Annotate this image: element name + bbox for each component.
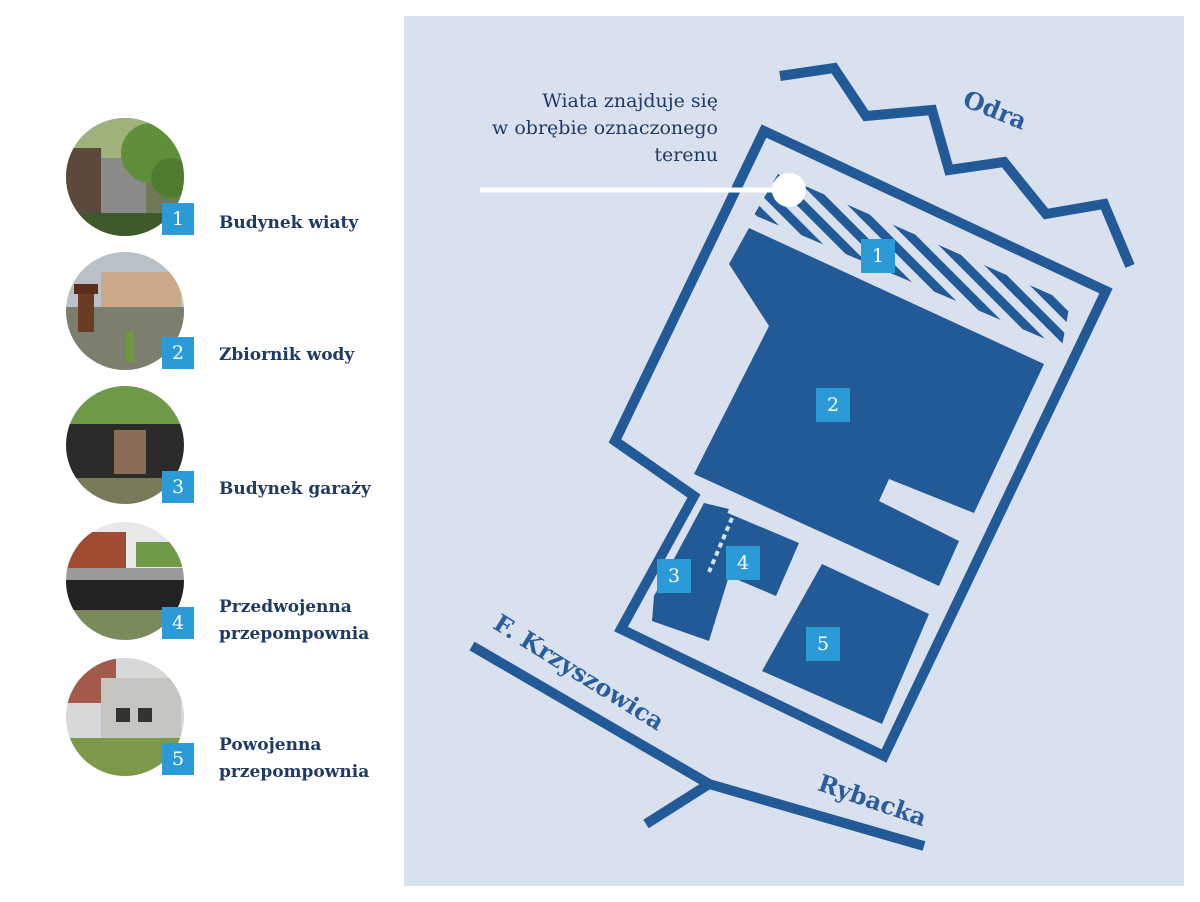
water-tank-building — [694, 228, 1044, 586]
pump-station-building — [652, 503, 799, 641]
photo-przedwojenna-przepompownia — [66, 522, 184, 640]
road-branch — [643, 779, 712, 829]
callout-text: Wiata znajduje się w obrębie oznaczonego… — [492, 90, 718, 166]
legend-item-2: 2 Zbiornik wody — [66, 252, 396, 372]
map-marker-3: 3 — [657, 559, 691, 593]
map-marker-1: 1 — [861, 239, 895, 273]
legend-badge-3: 3 — [162, 471, 194, 503]
road-krzyszowica — [469, 641, 712, 789]
legend-badge-5: 5 — [162, 743, 194, 775]
legend-label-1: Budynek wiaty — [219, 213, 359, 233]
post-war-pump-building — [762, 564, 929, 724]
callout-dot — [772, 173, 806, 207]
site-boundary — [608, 124, 1113, 763]
map-marker-5: 5 — [806, 627, 840, 661]
map-marker-4: 4 — [726, 546, 760, 580]
shelter-area-hatched — [754, 174, 1070, 346]
map-marker-2: 2 — [816, 388, 850, 422]
legend-item-5: 5 Powojenna przepompownia — [66, 658, 396, 782]
legend-badge-4: 4 — [162, 607, 194, 639]
legend-item-3: 3 Budynek garaży — [66, 386, 396, 506]
legend-item-1: 1 Budynek wiaty — [66, 118, 396, 238]
legend-badge-1: 1 — [162, 203, 194, 235]
photo-zbiornik-wody — [66, 252, 184, 370]
map-drawing — [469, 62, 1135, 851]
legend-label-5: Powojenna przepompownia — [219, 735, 370, 782]
site-map: Wiata znajduje się w obrębie oznaczonego… — [404, 16, 1184, 886]
legend-label-3: Budynek garaży — [219, 479, 371, 499]
dotted-divider — [707, 517, 734, 573]
legend-label-2: Zbiornik wody — [219, 345, 355, 365]
legend: 1 Budynek wiaty 2 Zbiornik wody — [0, 0, 400, 902]
river-line — [779, 62, 1135, 268]
legend-label-4: Przedwojenna przepompownia — [219, 597, 370, 644]
road-rybacka — [707, 779, 926, 851]
legend-item-4: 4 Przedwojenna przepompownia — [66, 522, 396, 644]
legend-badge-2: 2 — [162, 337, 194, 369]
